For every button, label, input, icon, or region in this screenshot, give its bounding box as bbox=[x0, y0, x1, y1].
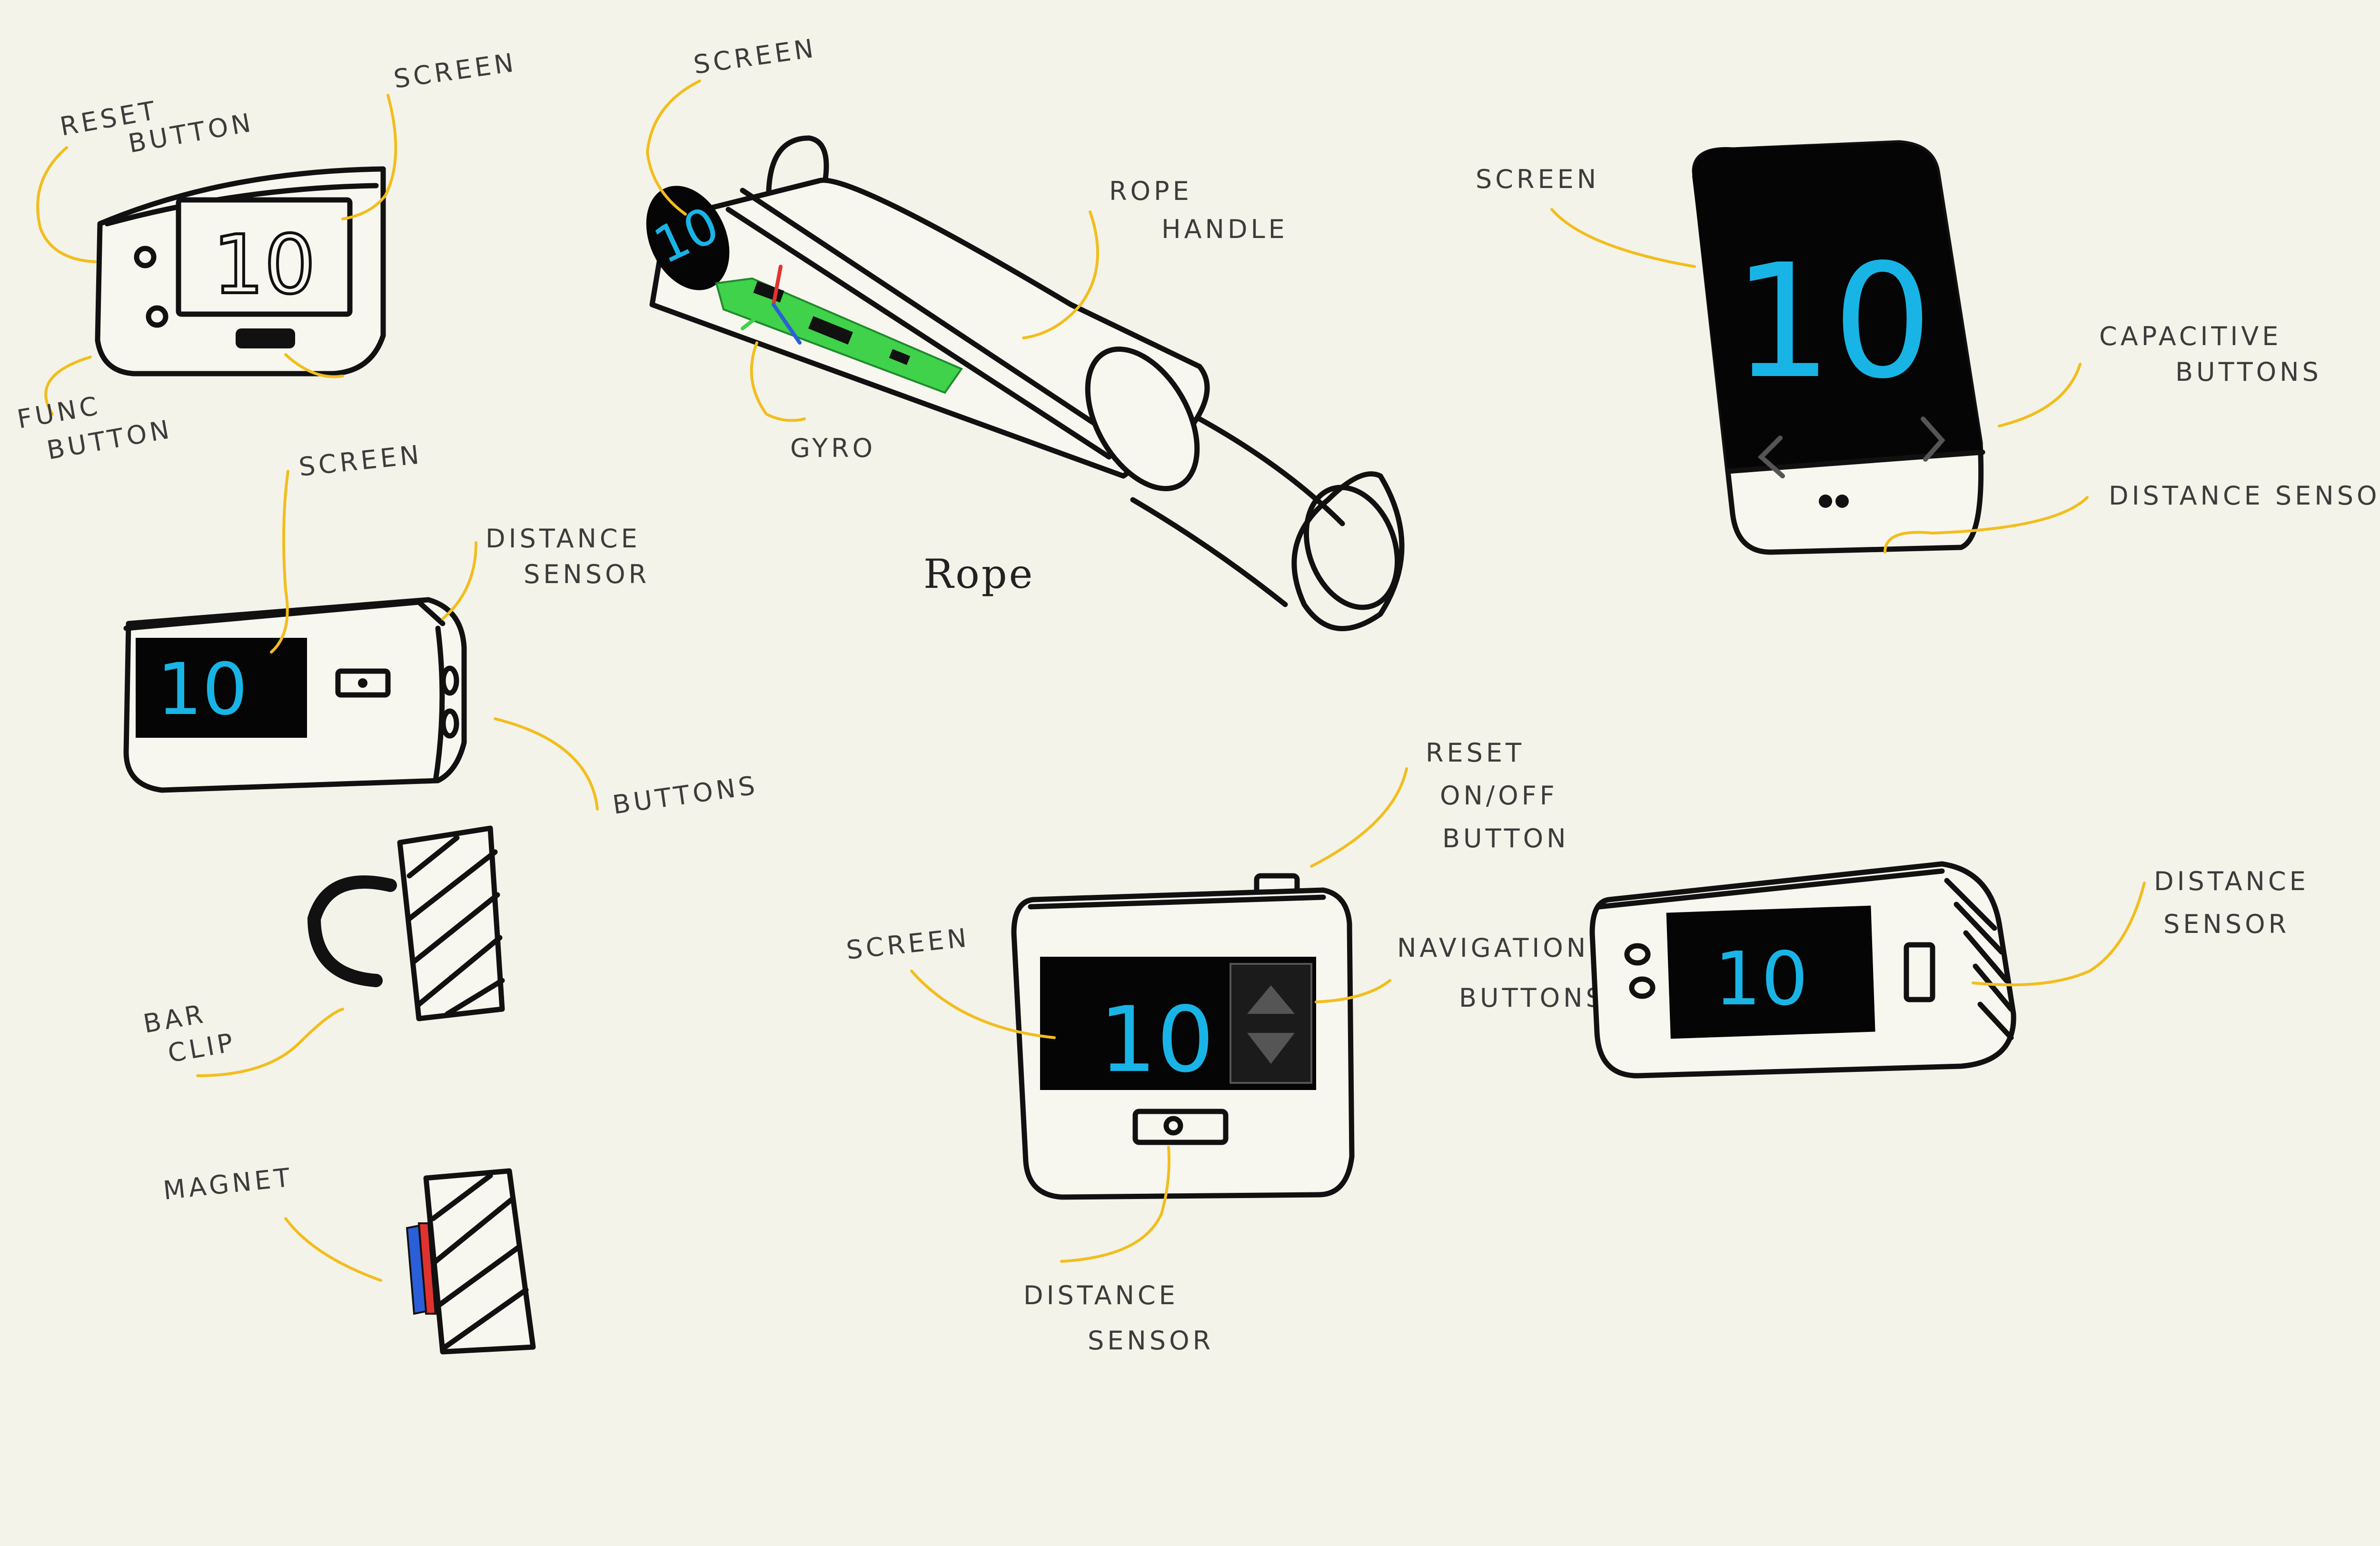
phone-distance-sensor bbox=[1819, 495, 1832, 508]
device-2-distance-label: DISTANCE SENSOR bbox=[486, 524, 652, 589]
device-2-display-value: 10 bbox=[157, 648, 248, 731]
rope-screen-label: SCREEN bbox=[692, 33, 818, 80]
device-1-reset-label: RESET BUTTON bbox=[58, 79, 256, 170]
magnet-sketch: MAGNET bbox=[162, 1162, 533, 1352]
device-1-display-value: 10 bbox=[213, 218, 316, 312]
phone-screen-label: SCREEN bbox=[1476, 164, 1599, 194]
phone-capacitive-label: CAPACITIVE BUTTONS bbox=[2099, 321, 2322, 387]
device-1-func-label: FUNC BUTTON bbox=[15, 379, 175, 470]
device-2-screen-label: SCREEN bbox=[298, 439, 424, 482]
device-3-reset-label: RESET ON/OFF BUTTON bbox=[1426, 738, 1569, 853]
bar-clip-label: BAR CLIP bbox=[141, 994, 238, 1072]
device-3-distance-label: DISTANCE SENSOR bbox=[1023, 1280, 1214, 1356]
device-2-sketch: 10 SCREEN DISTANCE SENSOR BUTTONS bbox=[126, 439, 760, 820]
rope-handle-label: ROPE HANDLE bbox=[1109, 176, 1288, 244]
device-1-screen-label: SCREEN bbox=[392, 47, 518, 94]
magnet-label: MAGNET bbox=[162, 1162, 295, 1206]
device-1-sketch: 10 RESET BUTTON SCREEN FUNC BUTTON bbox=[15, 47, 518, 469]
bar-clip-sketch: BAR CLIP bbox=[141, 828, 502, 1076]
device-2-buttons-label: BUTTONS bbox=[611, 770, 760, 820]
phone-distance-label: DISTANCE SENSOR bbox=[2109, 481, 2380, 511]
phone-display-value: 10 bbox=[1733, 230, 1933, 413]
rope-sketch: 10 SCREEN ROPE HANDLE GYRO Rope bbox=[630, 33, 1413, 628]
rope-gyro-label: GYRO bbox=[790, 433, 876, 463]
rope-title: Rope bbox=[923, 551, 1034, 597]
device-3-navigation-label: NAVIGATION BUTTONS bbox=[1397, 933, 1606, 1013]
device-1-sensor bbox=[236, 328, 295, 348]
device-4-display-value: 10 bbox=[1714, 936, 1808, 1022]
device-3-screen-label: SCREEN bbox=[845, 922, 971, 965]
device-3-nav-panel bbox=[1230, 964, 1311, 1083]
device-4-sketch: 10 DISTANCE SENSOR bbox=[1592, 864, 2320, 1076]
device-3-display-value: 10 bbox=[1099, 987, 1214, 1092]
device-4-distance-label: DISTANCE SENSOR bbox=[2154, 866, 2320, 939]
device-3-sketch: 10 RESET ON/OFF BUTTON SCREEN NAVIGATION… bbox=[845, 738, 1606, 1356]
phone-sketch: 10 SCREEN CAPACITIVE BUTTONS DISTANCE SE… bbox=[1476, 143, 2380, 552]
